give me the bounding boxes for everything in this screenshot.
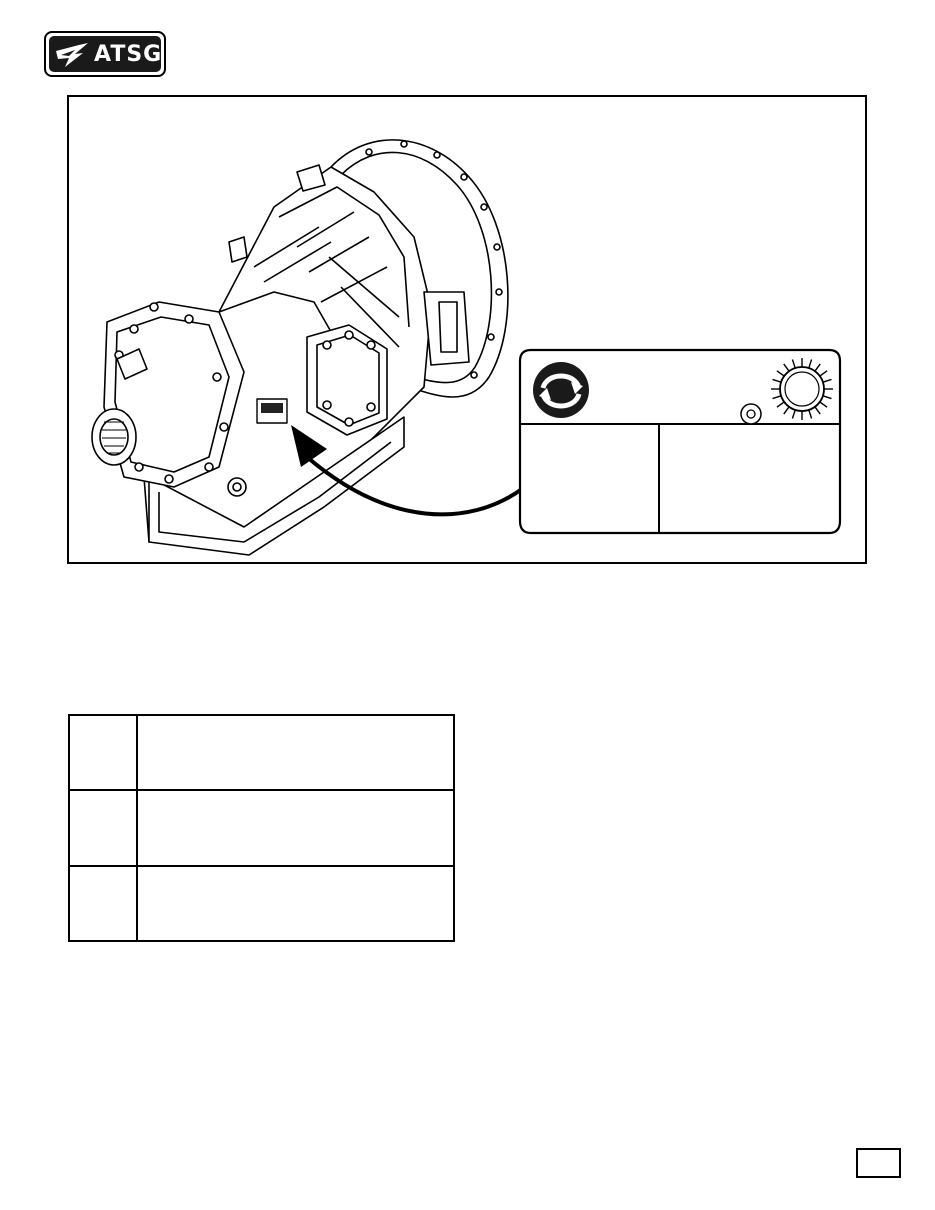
atsg-bird-icon bbox=[56, 43, 88, 67]
row-label bbox=[68, 789, 138, 867]
identification-table bbox=[68, 713, 456, 943]
arrow-head bbox=[291, 425, 327, 467]
id-plate-callout bbox=[518, 348, 842, 535]
row-label bbox=[68, 713, 138, 792]
oil-pan bbox=[148, 416, 405, 556]
output-shaft bbox=[91, 408, 137, 466]
callout-arrow bbox=[305, 455, 524, 517]
logo-text: ATSG bbox=[94, 42, 163, 67]
row-value bbox=[135, 789, 456, 867]
table-row bbox=[68, 864, 456, 943]
sunburst-seal-icon bbox=[771, 358, 833, 420]
transmission-illustration bbox=[91, 139, 842, 556]
page-number-box bbox=[856, 1148, 901, 1178]
transmission-figure bbox=[67, 95, 867, 564]
row-value bbox=[135, 713, 456, 792]
table-row bbox=[68, 789, 456, 867]
row-label bbox=[68, 864, 138, 943]
atsg-logo: ATSG bbox=[44, 31, 166, 77]
row-value bbox=[135, 864, 456, 943]
table-row bbox=[68, 713, 456, 792]
manufacturer-emblem-icon bbox=[533, 362, 589, 418]
